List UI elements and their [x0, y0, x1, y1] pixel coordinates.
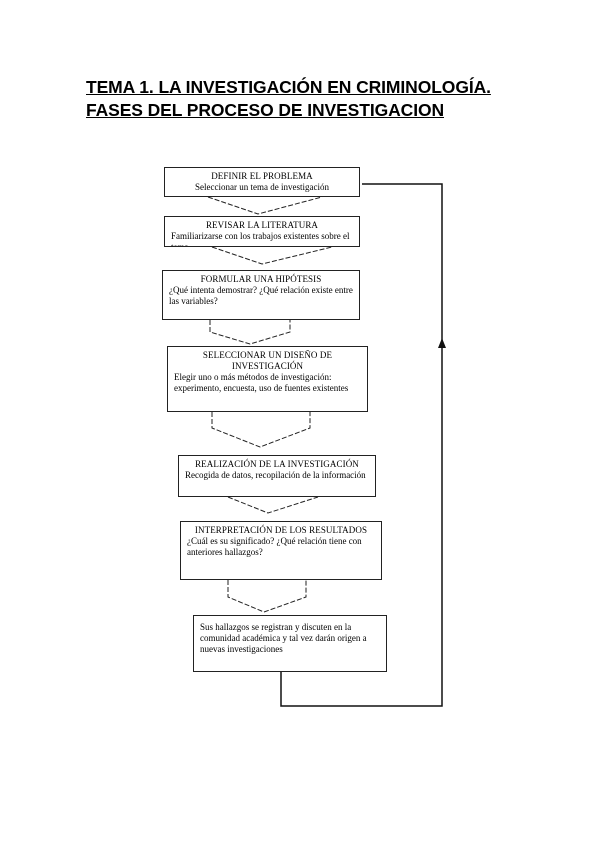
- step-heading: INTERPRETACIÓN DE LOS RESULTADOS: [194, 525, 368, 535]
- feedback-loop-line: [280, 183, 443, 707]
- step-body: Seleccionar un tema de investigación: [195, 182, 329, 192]
- chevron-arrow-6: [227, 580, 307, 613]
- chevron-arrow-3: [209, 320, 291, 345]
- step-heading: SELECCIONAR UN DISEÑO DE INVESTIGACIÓN: [202, 350, 333, 371]
- chevron-arrow-1: [207, 196, 323, 215]
- step-body: ¿Cuál es su significado? ¿Qué relación t…: [187, 536, 362, 557]
- step-box-interpret-results: INTERPRETACIÓN DE LOS RESULTADOS ¿Cuál e…: [180, 521, 382, 580]
- step-heading: REALIZACIÓN DE LA INVESTIGACIÓN: [195, 459, 359, 469]
- chevron-arrow-2: [211, 246, 333, 265]
- page-title: TEMA 1. LA INVESTIGACIÓN EN CRIMINOLOGÍA…: [86, 76, 546, 122]
- feedback-arrowhead-right: [438, 338, 446, 348]
- chevron-arrow-4: [211, 412, 311, 448]
- step-box-review-literature: REVISAR LA LITERATURA Familiarizarse con…: [164, 216, 360, 247]
- step-heading: REVISAR LA LITERATURA: [205, 220, 319, 230]
- step-heading: DEFINIR EL PROBLEMA: [211, 171, 313, 181]
- title-line-1: TEMA 1. LA INVESTIGACIÓN EN CRIMINOLOGÍA…: [86, 77, 491, 97]
- step-heading: FORMULAR UNA HIPÓTESIS: [200, 274, 322, 284]
- step-box-share-findings: Sus hallazgos se registran y discuten en…: [193, 615, 387, 672]
- step-box-formulate-hypothesis: FORMULAR UNA HIPÓTESIS ¿Qué intenta demo…: [162, 270, 360, 320]
- step-box-conduct-research: REALIZACIÓN DE LA INVESTIGACIÓN Recogida…: [178, 455, 376, 497]
- title-line-2: FASES DEL PROCESO DE INVESTIGACION: [86, 100, 445, 120]
- step-body: ¿Qué intenta demostrar? ¿Qué relación ex…: [169, 285, 353, 306]
- step-body: Sus hallazgos se registran y discuten en…: [200, 622, 367, 654]
- step-body: Familiarizarse con los trabajos existent…: [171, 231, 350, 247]
- step-box-research-design: SELECCIONAR UN DISEÑO DE INVESTIGACIÓN E…: [167, 346, 368, 412]
- step-body: Elegir uno o más métodos de investigació…: [174, 372, 349, 393]
- step-body: Recogida de datos, recopilación de la in…: [185, 470, 366, 480]
- chevron-arrow-5: [227, 496, 319, 514]
- step-box-define-problem: DEFINIR EL PROBLEMA Seleccionar un tema …: [164, 167, 360, 197]
